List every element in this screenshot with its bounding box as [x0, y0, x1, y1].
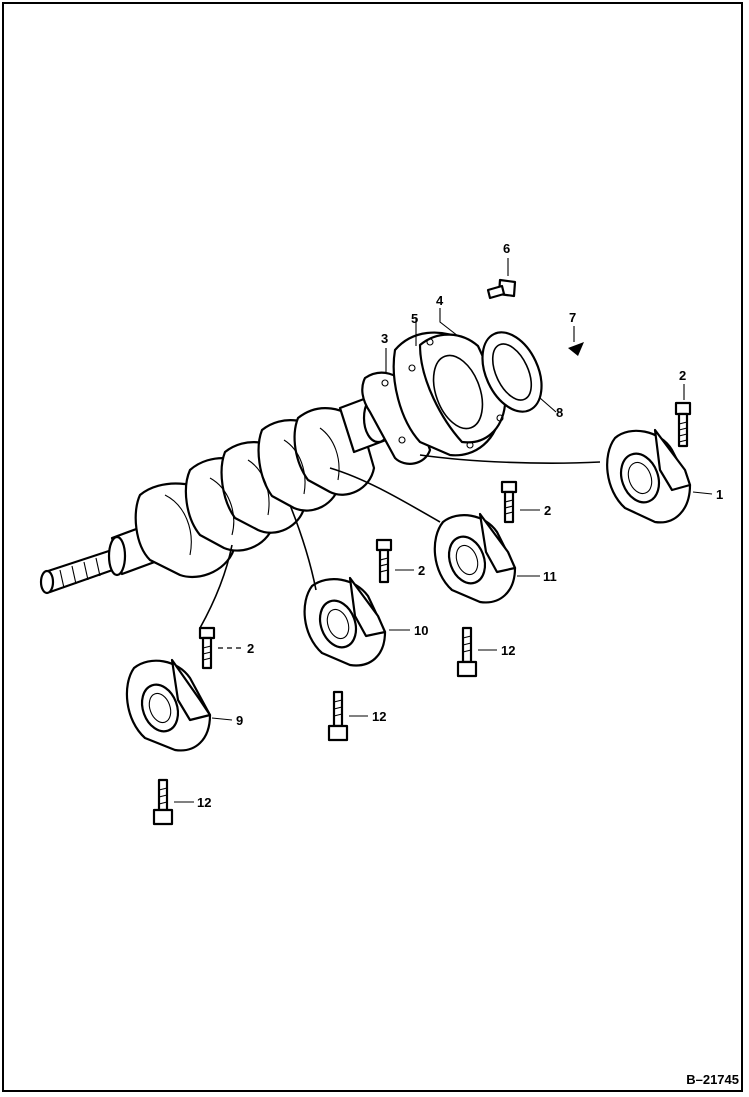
bearing-cap-1 [606, 428, 692, 524]
callout-7: 7 [569, 310, 576, 325]
callout-4: 4 [436, 293, 444, 308]
callout-1: 1 [716, 487, 723, 502]
bolt-2-cap-10 [375, 538, 393, 584]
bolt-12-cap-10 [327, 690, 349, 742]
rear-oil-seal-8 [481, 331, 543, 413]
callout-6: 6 [503, 241, 510, 256]
bearing-cap-11 [433, 512, 517, 604]
callouts: 1 2 2 2 2 3 4 5 6 7 8 9 10 11 12 12 12 1… [197, 241, 723, 810]
bearing-cap-10 [303, 576, 387, 667]
callout-5: 5 [411, 311, 418, 326]
callout-12-cap-11: 12 [501, 643, 515, 658]
callout-12-cap-9: 12 [197, 795, 211, 810]
callout-11: 11 [543, 569, 557, 584]
callout-8: 8 [556, 405, 563, 420]
arrow-7 [568, 342, 584, 356]
bolt-2-cap-1 [674, 401, 692, 448]
bearing-cap-9 [125, 658, 212, 752]
callout-2-cap-9: 2 [247, 641, 254, 656]
callout-12-cap-10: 12 [372, 709, 386, 724]
figure-id: B–21745 [686, 1072, 739, 1087]
callout-2-cap-11: 2 [544, 503, 551, 518]
callout-2-cap-10: 2 [418, 563, 425, 578]
bolt-12-cap-11 [456, 626, 478, 678]
bolt-2-cap-9 [198, 626, 216, 670]
leader-lines [174, 258, 713, 803]
bolt-12-cap-9 [152, 778, 174, 826]
rear-gasket-3 [361, 371, 432, 465]
alignment-lines [199, 454, 601, 629]
callout-2-cap-1: 2 [679, 368, 686, 383]
callout-3: 3 [381, 331, 388, 346]
bolt-6 [486, 278, 517, 300]
callout-10: 10 [414, 623, 428, 638]
bolt-2-cap-11 [500, 480, 518, 524]
crankshaft [39, 392, 394, 595]
callout-9: 9 [236, 713, 243, 728]
